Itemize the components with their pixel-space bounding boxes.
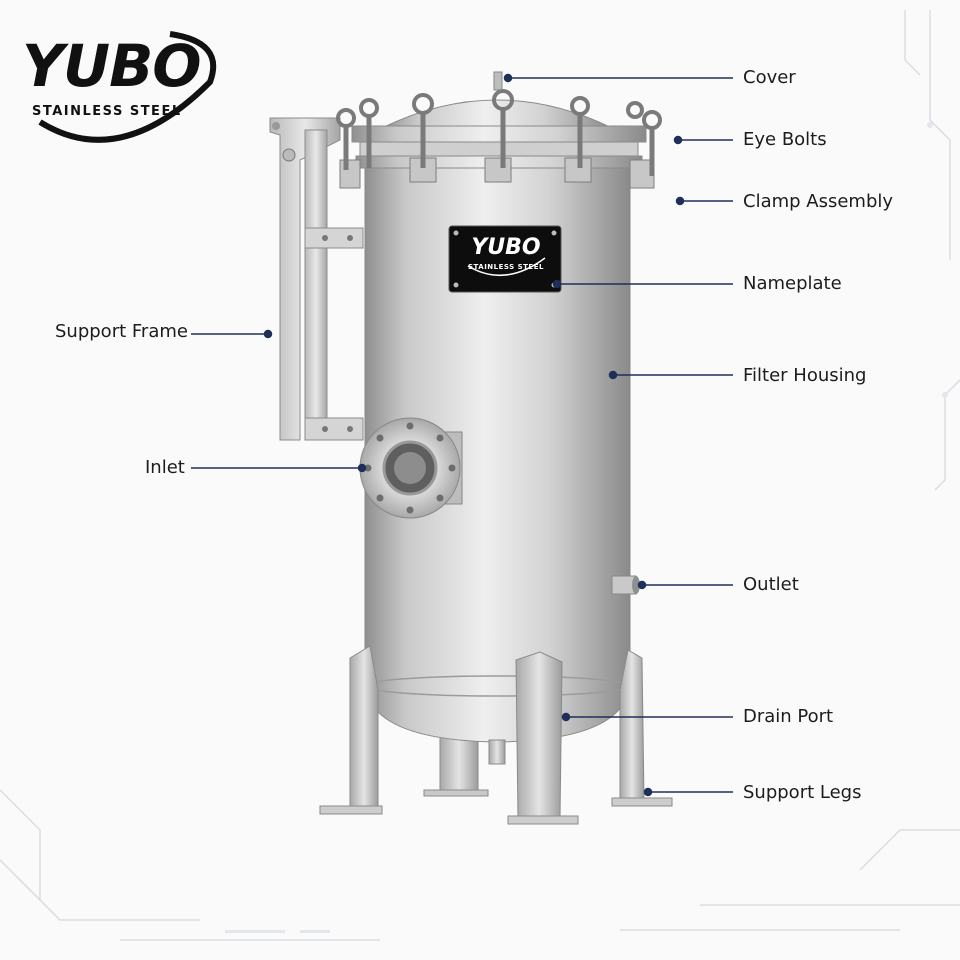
label-support-legs: Support Legs bbox=[743, 782, 862, 803]
label-inlet: Inlet bbox=[145, 457, 185, 478]
label-cover: Cover bbox=[743, 67, 796, 88]
support-legs-front bbox=[319, 645, 673, 825]
label-eye-bolts: Eye Bolts bbox=[743, 129, 827, 150]
nameplate-wordmark: YUBO bbox=[471, 235, 541, 260]
nameplate bbox=[448, 225, 562, 293]
logo-swoosh bbox=[38, 31, 217, 143]
label-clamp-assembly: Clamp Assembly bbox=[743, 191, 894, 212]
eye-bolts bbox=[336, 89, 662, 176]
label-drain-port: Drain Port bbox=[743, 706, 834, 727]
logo-wordmark: YUBO bbox=[22, 32, 202, 100]
label-outlet: Outlet bbox=[743, 574, 799, 595]
leader-lines bbox=[191, 73, 733, 797]
label-nameplate: Nameplate bbox=[743, 273, 842, 294]
label-filter-housing: Filter Housing bbox=[743, 365, 867, 386]
label-support-frame: Support Frame bbox=[55, 321, 188, 342]
outlet-port bbox=[611, 575, 640, 595]
cover bbox=[351, 71, 647, 169]
drain-port bbox=[488, 739, 506, 765]
brand-logo: YUBO STAINLESS STEEL bbox=[20, 22, 235, 147]
logo-subtitle: STAINLESS STEEL bbox=[32, 104, 182, 119]
nameplate-subtitle: STAINLESS STEEL bbox=[468, 263, 544, 271]
inlet-flange bbox=[359, 417, 463, 519]
